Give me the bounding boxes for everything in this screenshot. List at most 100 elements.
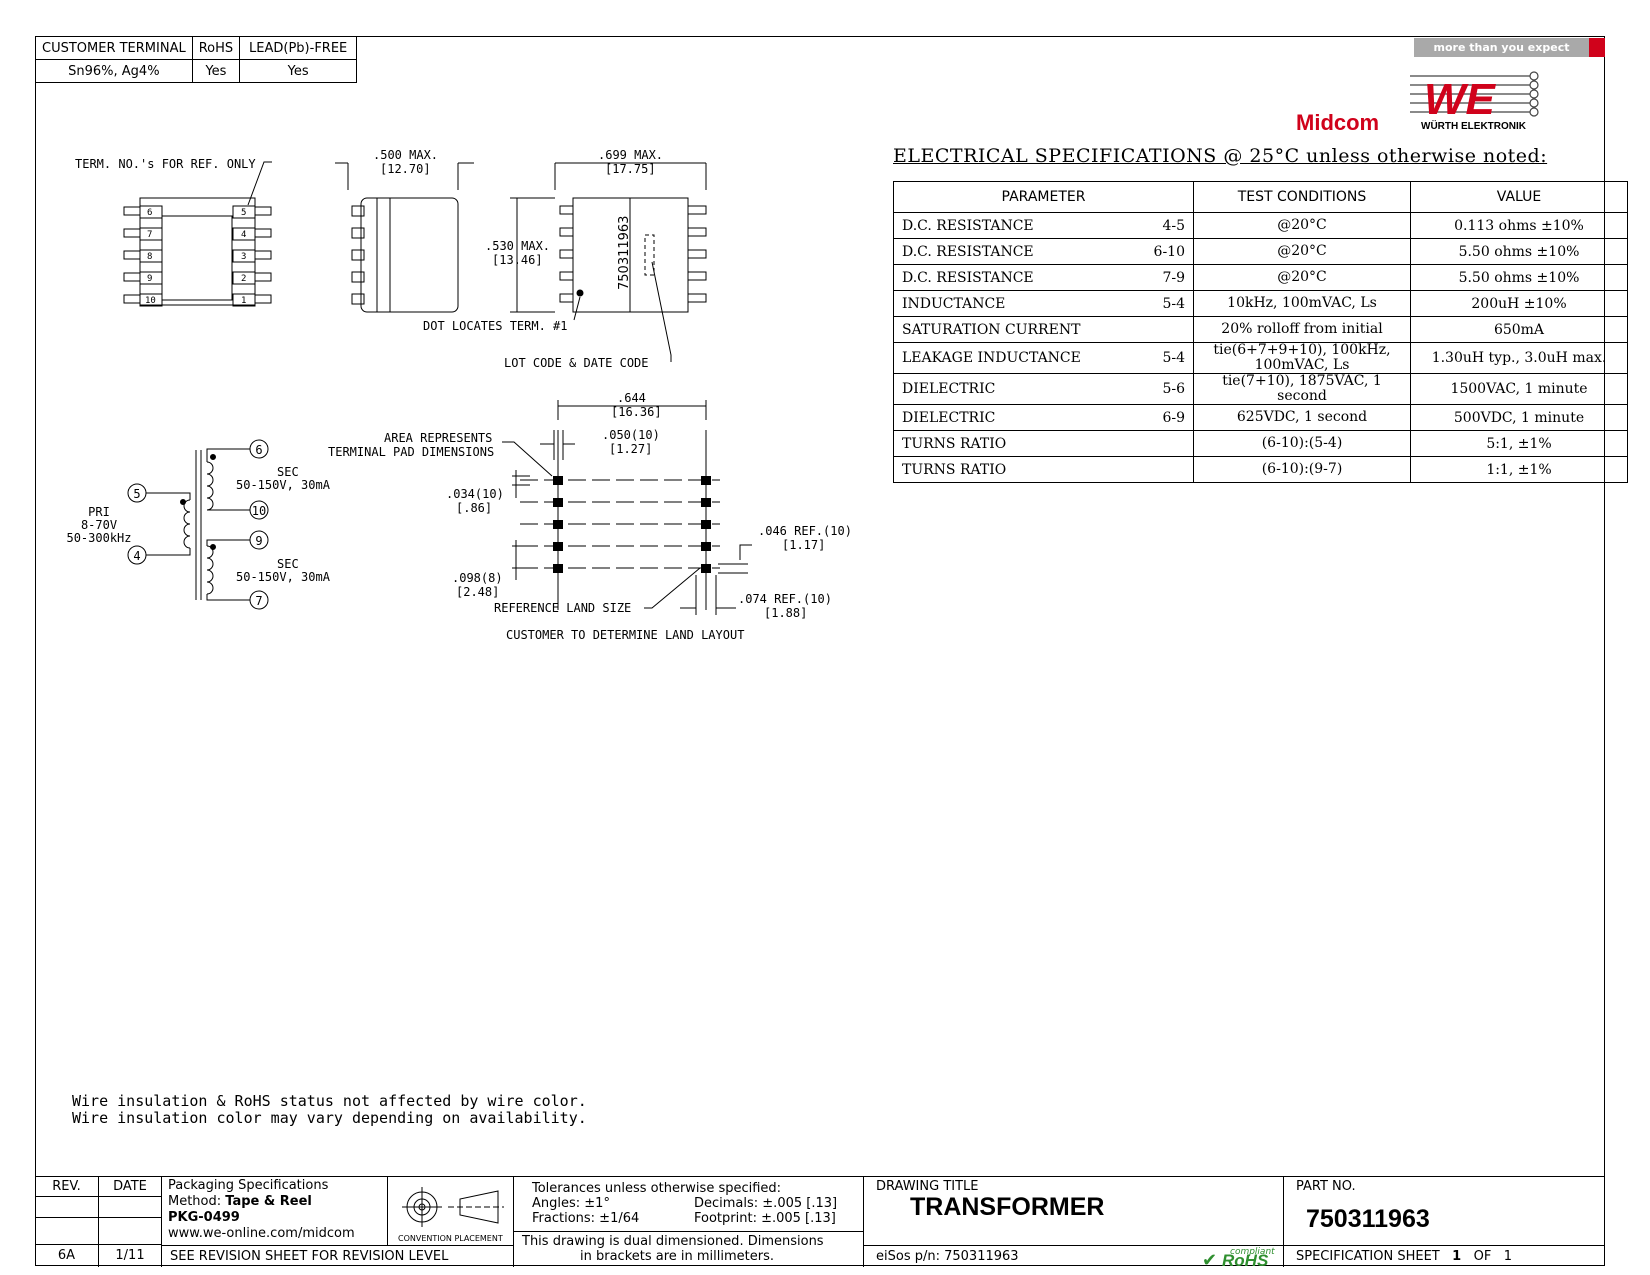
pri-voltage: 8-70V [81, 518, 117, 532]
condition-cell: @20°C [1193, 264, 1411, 291]
node-label: 10 [252, 504, 266, 518]
pin-label: 4 [241, 230, 246, 240]
revision-note: SEE REVISION SHEET FOR REVISION LEVEL [162, 1245, 514, 1267]
value-cell: 500VDC, 1 minute [1410, 404, 1628, 431]
ref-046-mm: [1.17] [782, 538, 825, 552]
date-history [99, 1197, 162, 1245]
pins-cell: 5-4 [1137, 290, 1194, 317]
spec-row: TURNS RATIO (6-10):(5-4)5:1, ±1% [893, 430, 1628, 457]
pri-label: PRI [88, 505, 110, 519]
pad-width-mm: [1.27] [609, 442, 652, 456]
param-cell: INDUCTANCE [893, 290, 1138, 317]
drawing-frame [35, 36, 1605, 1266]
third-angle-projection-icon: CONVENTION PLACEMENT [398, 1187, 504, 1243]
tol-title: Tolerances unless otherwise specified: [532, 1181, 782, 1196]
terminal-value: Sn96%, Ag4% [35, 59, 193, 83]
value-cell: 5:1, ±1% [1410, 430, 1628, 457]
value-cell: 1500VAC, 1 minute [1410, 373, 1628, 405]
sheet-total: 1 [1503, 1249, 1513, 1264]
sec-label: SEC [277, 465, 299, 479]
bottom-view-pins: 6 7 8 9 10 5 4 3 2 1 [123, 205, 272, 307]
method-label: Method: [168, 1194, 222, 1209]
pin-label: 6 [147, 208, 152, 218]
part-label: PART NO. [1296, 1179, 1356, 1194]
param-cell: TURNS RATIO [893, 430, 1138, 457]
condition-cell: tie(7+10), 1875VAC, 1 second [1193, 373, 1411, 405]
date-value: 1/11 [99, 1245, 162, 1267]
electrical-spec-table: PARAMETER TEST CONDITIONS VALUE D.C. RES… [893, 181, 1628, 483]
method-value: Tape & Reel [225, 1194, 312, 1209]
tol-footprint: Footprint: ±.005 [.13] [694, 1211, 836, 1226]
condition-cell: (6-10):(9-7) [1193, 456, 1411, 483]
tagline-accent [1589, 38, 1605, 57]
we-logo-text: WE [1424, 75, 1497, 124]
rev-history [35, 1197, 99, 1245]
terminal-table: CUSTOMER TERMINAL RoHS LEAD(Pb)-FREE Sn9… [35, 36, 358, 83]
pin-label: 3 [241, 252, 246, 262]
condition-cell: @20°C [1193, 212, 1411, 239]
tagline: more than you expect [1414, 38, 1589, 57]
drawing-title-block: DRAWING TITLE TRANSFORMER [864, 1177, 1284, 1245]
value-cell: 5.50 ohms ±10% [1410, 264, 1628, 291]
pkg-url[interactable]: www.we-online.com/midcom [168, 1226, 355, 1241]
area-note-1: AREA REPRESENTS [384, 431, 492, 445]
divider [35, 1217, 162, 1218]
dual-note-2: in brackets are in millimeters. [580, 1249, 775, 1264]
rohs-check-icon: ✔ [1202, 1250, 1218, 1271]
node-label: 7 [255, 594, 262, 608]
area-note-2: TERMINAL PAD DIMENSIONS [328, 445, 494, 459]
dim-width-mm: [12.70] [380, 162, 431, 176]
condition-cell: 625VDC, 1 second [1193, 404, 1411, 431]
value-cell: 1:1, ±1% [1410, 456, 1628, 483]
pin-label: 7 [147, 230, 152, 240]
schematic-diagram: 6 10 5 4 9 7 PRI 8-70V 50-300kHz SEC 50-… [66, 439, 331, 610]
term-note: TERM. NO.'s FOR REF. ONLY [75, 157, 256, 171]
land-pitch-in: .644 [617, 391, 646, 405]
leadfree-value: Yes [239, 59, 358, 83]
eisos-pn: eiSos p/n: 750311963 [876, 1249, 1019, 1264]
pitch-in: .098(8) [452, 571, 503, 585]
dim-height-in: .530 MAX. [485, 239, 550, 253]
convention-label: CONVENTION PLACEMENT [398, 1234, 503, 1243]
midcom-logo: Midcom [1296, 110, 1380, 135]
pin-label: 10 [145, 296, 156, 306]
param-cell: D.C. RESISTANCE [893, 212, 1138, 239]
dim-length-in: .699 MAX. [598, 148, 663, 162]
tol-fractions: Fractions: ±1/64 [532, 1211, 640, 1226]
ref-074-in: .074 REF.(10) [738, 592, 832, 606]
header-parameter: PARAMETER [893, 181, 1194, 213]
sec-rating: 50-150V, 30mA [236, 570, 331, 584]
pins-cell [1137, 316, 1194, 343]
sec-rating: 50-150V, 30mA [236, 478, 331, 492]
pins-cell: 6-10 [1137, 238, 1194, 265]
header-test-conditions: TEST CONDITIONS [1193, 181, 1411, 213]
param-cell: D.C. RESISTANCE [893, 264, 1138, 291]
ref-land-note: REFERENCE LAND SIZE [494, 601, 631, 615]
header-value: VALUE [1410, 181, 1628, 213]
pri-frequency: 50-300kHz [66, 531, 131, 545]
ref-046-in: .046 REF.(10) [758, 524, 852, 538]
condition-cell: (6-10):(5-4) [1193, 430, 1411, 457]
param-cell: DIELECTRIC [893, 404, 1138, 431]
pad-height-mm: [.86] [456, 501, 492, 515]
pkg-number: PKG-0499 [168, 1210, 240, 1225]
node-label: 9 [255, 534, 262, 548]
rev-label: REV. [35, 1177, 99, 1197]
value-cell: 5.50 ohms ±10% [1410, 238, 1628, 265]
param-cell: SATURATION CURRENT [893, 316, 1138, 343]
value-cell: 1.30uH typ., 3.0uH max. [1410, 342, 1628, 374]
dim-width-in: .500 MAX. [373, 148, 438, 162]
sheet-of: OF [1473, 1249, 1492, 1264]
packaging-block: Packaging Specifications Method: Tape & … [162, 1177, 388, 1245]
condition-cell: 10kHz, 100mVAC, Ls [1193, 290, 1411, 317]
pins-cell: 4-5 [1137, 212, 1194, 239]
tol-decimals: Decimals: ±.005 [.13] [694, 1196, 838, 1211]
node-label: 5 [133, 487, 140, 501]
wire-notes: Wire insulation & RoHS status not affect… [72, 1093, 587, 1127]
part-number-block: PART NO. 750311963 [1284, 1177, 1605, 1245]
pin-label: 8 [147, 252, 152, 262]
